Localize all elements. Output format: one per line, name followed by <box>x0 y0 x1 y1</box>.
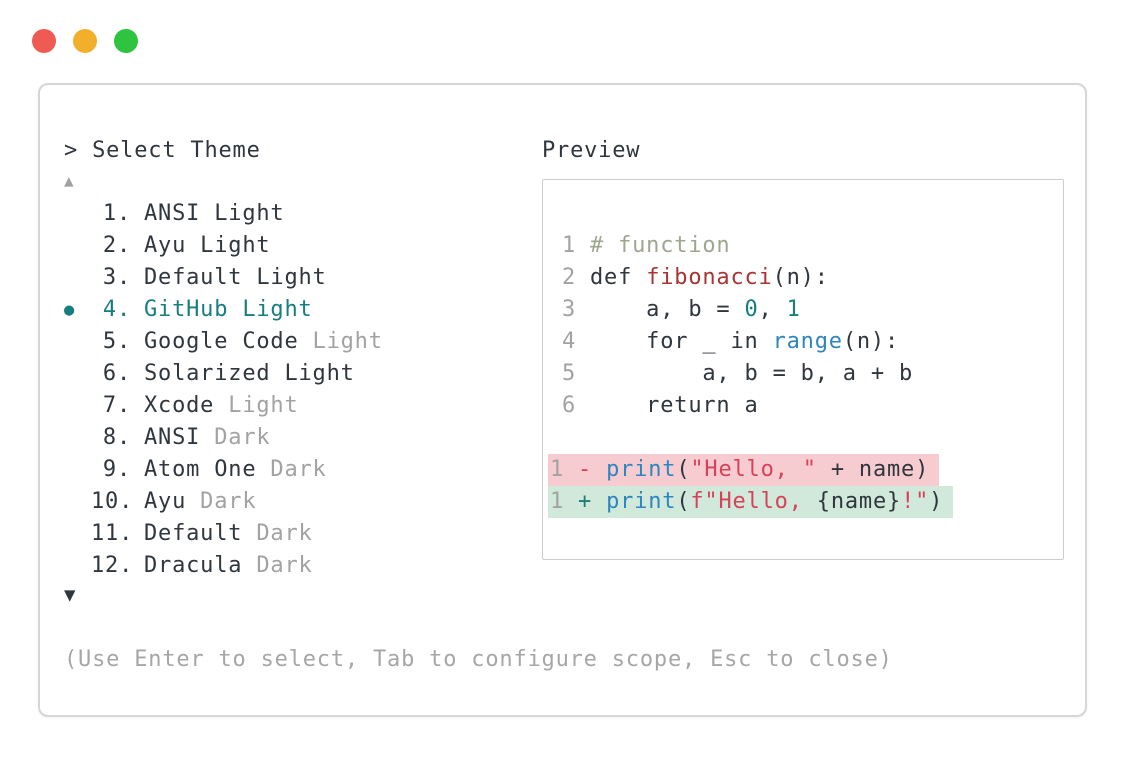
selected-bullet <box>64 326 91 358</box>
traffic-lights <box>32 29 138 53</box>
selected-bullet <box>64 262 91 294</box>
theme-item-5[interactable]: 5. Google Code Light <box>64 326 383 358</box>
code-line: 1# function <box>562 230 1063 262</box>
theme-item-9[interactable]: 9. Atom One Dark <box>64 454 383 486</box>
close-button[interactable] <box>32 29 56 53</box>
blank-line <box>562 422 1063 454</box>
theme-item-label: Ayu Light <box>144 233 271 258</box>
select-theme-prompt: > Select Theme <box>64 138 261 163</box>
theme-item-variant: Dark <box>242 553 313 578</box>
theme-item-11[interactable]: 11. Default Dark <box>64 518 383 550</box>
scroll-down-icon[interactable]: ▼ <box>64 584 77 606</box>
selected-bullet <box>64 518 91 550</box>
code-line: 4 for _ in range(n): <box>562 326 1063 358</box>
theme-item-label: Xcode Light <box>144 393 299 418</box>
theme-item-number: 10. <box>91 489 134 514</box>
theme-list: 1. ANSI Light 2. Ayu Light 3. Default Light ● 4… <box>64 198 383 582</box>
theme-item-10[interactable]: 10. Ayu Dark <box>64 486 383 518</box>
line-number: 1 <box>550 489 565 514</box>
theme-item-number: 5. <box>102 329 131 354</box>
theme-item-8[interactable]: 8. ANSI Dark <box>64 422 383 454</box>
line-number: 1 <box>550 457 565 482</box>
theme-item-label: Atom One Dark <box>144 457 327 482</box>
theme-item-number: 4. <box>102 297 131 322</box>
diff-line-removed: 1- print("Hello, " + name) <box>548 454 940 486</box>
theme-item-number: 7. <box>102 393 131 418</box>
theme-item-variant: Light <box>214 393 299 418</box>
theme-item-label: ANSI Dark <box>144 425 271 450</box>
selected-bullet <box>64 550 91 582</box>
theme-item-label: GitHub Light <box>144 297 313 322</box>
theme-item-label: Google Code Light <box>144 329 383 354</box>
theme-item-variant: Dark <box>186 489 257 514</box>
theme-item-label: ANSI Light <box>144 201 285 226</box>
diff-line-added: 1+ print(f"Hello, {name}!") <box>548 486 954 518</box>
theme-item-label: Default Light <box>144 265 327 290</box>
scroll-up-icon[interactable]: ▲ <box>64 171 75 190</box>
theme-item-number: 8. <box>102 425 131 450</box>
theme-item-number: 3. <box>102 265 131 290</box>
theme-item-label: Default Dark <box>144 521 313 546</box>
theme-item-2[interactable]: 2. Ayu Light <box>64 230 383 262</box>
theme-item-6[interactable]: 6. Solarized Light <box>64 358 383 390</box>
theme-item-number: 11. <box>91 521 134 546</box>
selected-bullet <box>64 422 91 454</box>
line-number: 5 <box>562 361 577 386</box>
selected-bullet <box>64 390 91 422</box>
preview-title: Preview <box>542 138 641 163</box>
line-number: 6 <box>562 393 577 418</box>
zoom-button[interactable] <box>114 29 138 53</box>
line-number: 1 <box>562 233 577 258</box>
code-line: 5 a, b = b, a + b <box>562 358 1063 390</box>
line-number: 2 <box>562 265 577 290</box>
theme-item-number: 1. <box>102 201 131 226</box>
minimize-button[interactable] <box>73 29 97 53</box>
line-number: 3 <box>562 297 577 322</box>
theme-item-variant: Dark <box>200 425 271 450</box>
theme-item-number: 12. <box>91 553 134 578</box>
theme-item-variant: Dark <box>256 457 327 482</box>
code-line: 6 return a <box>562 390 1063 422</box>
line-number: 4 <box>562 329 577 354</box>
theme-item-4[interactable]: ● 4. GitHub Light <box>64 294 383 326</box>
selected-bullet: ● <box>64 300 76 320</box>
selected-bullet <box>64 486 91 518</box>
theme-item-variant: Light <box>298 329 383 354</box>
selected-bullet <box>64 230 91 262</box>
theme-item-7[interactable]: 7. Xcode Light <box>64 390 383 422</box>
theme-item-number: 6. <box>102 361 131 386</box>
theme-item-label: Dracula Dark <box>144 553 313 578</box>
theme-picker-window: > Select Theme ▲ 1. ANSI Light 2. Ayu Light… <box>38 83 1087 717</box>
help-text: (Use Enter to select, Tab to configure s… <box>64 647 893 672</box>
theme-item-number: 9. <box>102 457 131 482</box>
theme-item-variant: Dark <box>242 521 313 546</box>
theme-item-12[interactable]: 12. Dracula Dark <box>64 550 383 582</box>
theme-item-label: Solarized Light <box>144 361 355 386</box>
selected-bullet <box>64 358 91 390</box>
selected-bullet <box>64 198 91 230</box>
theme-item-3[interactable]: 3. Default Light <box>64 262 383 294</box>
selected-bullet <box>64 454 91 486</box>
theme-item-label: Ayu Dark <box>144 489 257 514</box>
code-line: 3 a, b = 0, 1 <box>562 294 1063 326</box>
theme-item-number: 2. <box>102 233 131 258</box>
theme-item-1[interactable]: 1. ANSI Light <box>64 198 383 230</box>
